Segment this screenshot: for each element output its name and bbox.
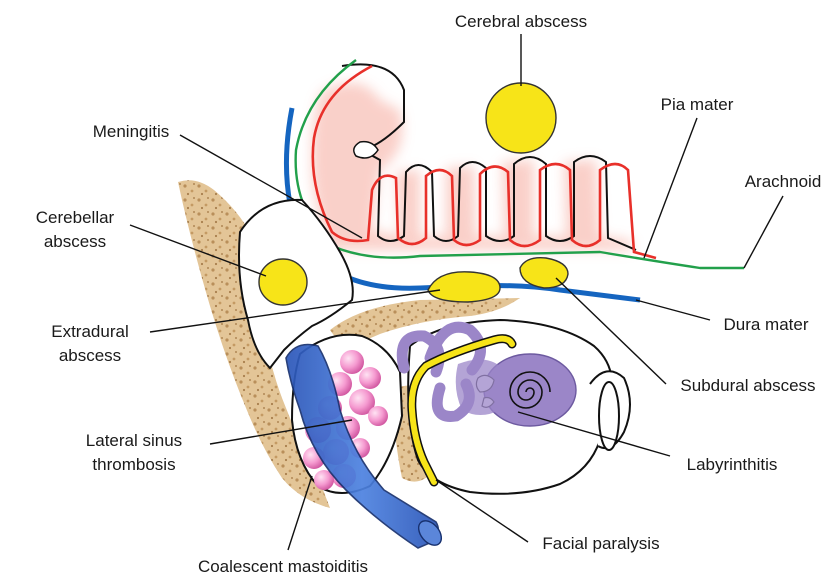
label-cerebellar-abscess-line1: Cerebellar [36,208,115,227]
leader-arachnoid [744,196,783,268]
label-lateral-sinus-thrombosis-line2: thrombosis [92,455,175,474]
label-dura-mater: Dura mater [723,315,808,334]
label-cerebellar-abscess-line2: abscess [44,232,106,251]
leader-pia-mater [644,118,697,258]
label-subdural-abscess: Subdural abscess [680,376,815,395]
label-cerebral-abscess: Cerebral abscess [455,12,587,31]
brain-glow [312,83,634,250]
label-meningitis: Meningitis [93,122,170,141]
label-facial-paralysis: Facial paralysis [542,534,659,553]
label-arachnoid: Arachnoid [745,172,822,191]
label-lateral-sinus-thrombosis-line1: Lateral sinus [86,431,182,450]
label-coalescent-mastoiditis: Coalescent mastoiditis [198,557,368,576]
vestibule-body [456,359,500,415]
label-extradural-abscess-line1: Extradural [51,322,128,341]
label-extradural-abscess-line2: abscess [59,346,121,365]
cerebral-abscess [486,83,556,153]
label-labyrinthitis: Labyrinthitis [687,455,778,474]
extradural-abscess [428,272,500,302]
cerebellar-abscess [259,259,307,305]
label-pia-mater: Pia mater [661,95,734,114]
leader-dura-mater [636,300,710,320]
